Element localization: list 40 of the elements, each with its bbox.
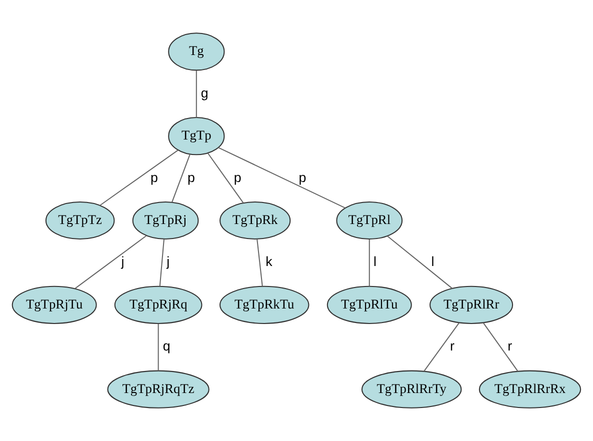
connector: [196, 70, 197, 118]
node-ellipse: TgTpRlRrTy: [361, 370, 462, 408]
node-ellipse: TgTpRjRqTz: [107, 370, 210, 408]
node-ellipse: TgTpRjTu: [12, 286, 97, 324]
edge-label: p: [150, 170, 158, 185]
connector: [159, 239, 164, 286]
edge-label: l: [431, 254, 434, 270]
edge-label: j: [166, 254, 170, 270]
edge-label: q: [162, 338, 170, 354]
node-ellipse: TgTpRk: [220, 201, 291, 240]
connector: [387, 236, 453, 289]
edge-label: l: [374, 254, 377, 270]
node-ellipse: TgTpRkTu: [220, 286, 310, 324]
connector: [483, 322, 518, 372]
node-ellipse: TgTpRl: [336, 201, 403, 240]
connector: [158, 324, 159, 371]
edge-label: p: [298, 170, 306, 185]
connector: [208, 153, 244, 204]
edge-label: j: [121, 254, 124, 270]
node-ellipse: TgTpTz: [45, 201, 115, 240]
edge-label: g: [200, 85, 208, 100]
connector: [424, 322, 460, 372]
node-ellipse: TgTpRlTu: [326, 286, 412, 324]
node-ellipse: Tg: [168, 32, 225, 71]
connector: [100, 150, 178, 206]
connector: [368, 239, 370, 286]
edge-label: p: [234, 170, 242, 185]
edge-label: p: [188, 170, 195, 185]
connector: [74, 235, 146, 289]
connector: [218, 147, 346, 208]
node-ellipse: TgTpRlRrRx: [478, 370, 582, 408]
connector: [256, 239, 263, 286]
node-ellipse: TgTpRj: [132, 201, 199, 240]
connector: [172, 154, 190, 202]
node-ellipse: TgTpRlRr: [430, 286, 514, 324]
edge-label: k: [266, 254, 272, 270]
node-ellipse: TgTp: [168, 117, 225, 156]
edge-label: r: [450, 338, 454, 354]
edge-label: r: [508, 338, 512, 354]
node-ellipse: TgTpRjRq: [114, 286, 202, 324]
